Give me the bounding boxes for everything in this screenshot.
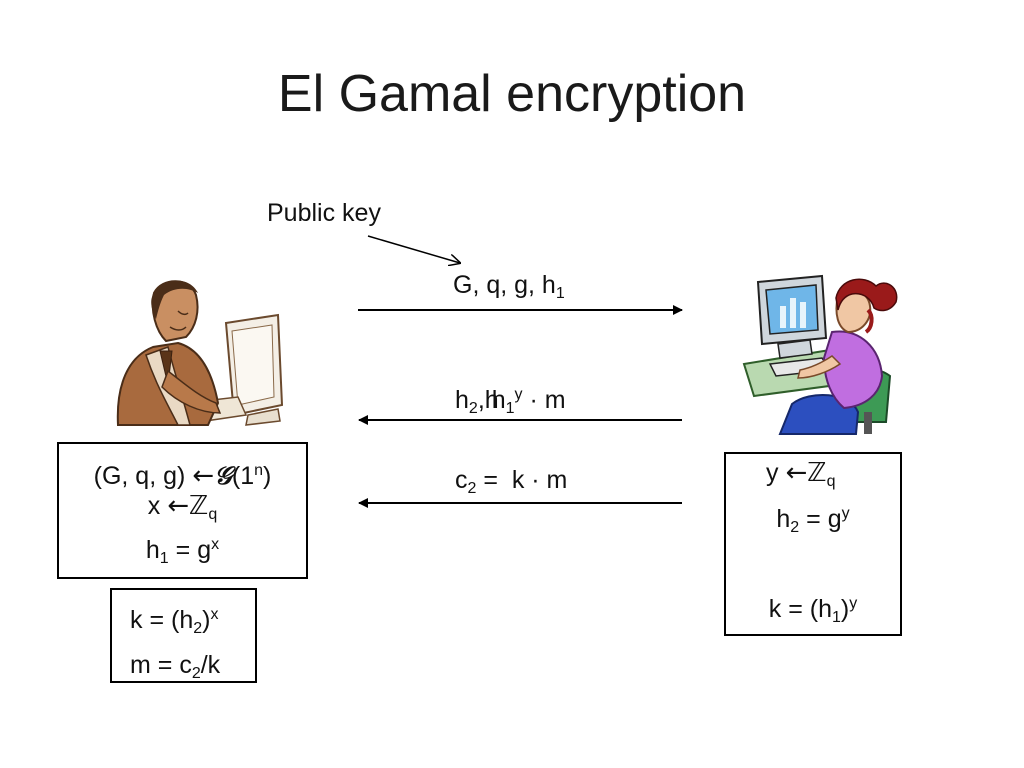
receiver-box: y ←ℤq h2 = gy k = (h1)y	[724, 452, 902, 636]
sender-keygen-box: (G, q, g) ←𝒢(1n) x ←ℤq h1 = gx	[57, 442, 308, 579]
message-1-label: G, q, g, h1	[453, 271, 565, 302]
keygen-line-2: x ←ℤq	[147, 491, 218, 523]
arrow-public-key-pointer	[367, 235, 460, 263]
businessman-at-computer-icon	[116, 280, 284, 426]
public-key-label: Public key	[267, 199, 381, 227]
message-3-label: c2 = k · m	[455, 466, 568, 497]
overlap-glyph: h	[484, 386, 499, 414]
receiver-line-2: h2 = gy	[776, 505, 850, 536]
woman-at-computer-icon	[742, 274, 898, 435]
slide-title: El Gamal encryption	[277, 65, 747, 123]
keygen-line-1: (G, q, g) ←𝒢(1n)	[93, 461, 272, 491]
decrypt-line-2: m = c2/k	[130, 651, 221, 682]
receiver-line-1: y ←ℤq	[766, 458, 836, 490]
keygen-line-3: h1 = gx	[145, 536, 220, 567]
receiver-line-3: k = (h1)y	[768, 595, 858, 626]
sender-decrypt-box: k = (h2)x m = c2/k	[110, 588, 257, 683]
decrypt-line-1: k = (h2)x	[130, 606, 219, 637]
